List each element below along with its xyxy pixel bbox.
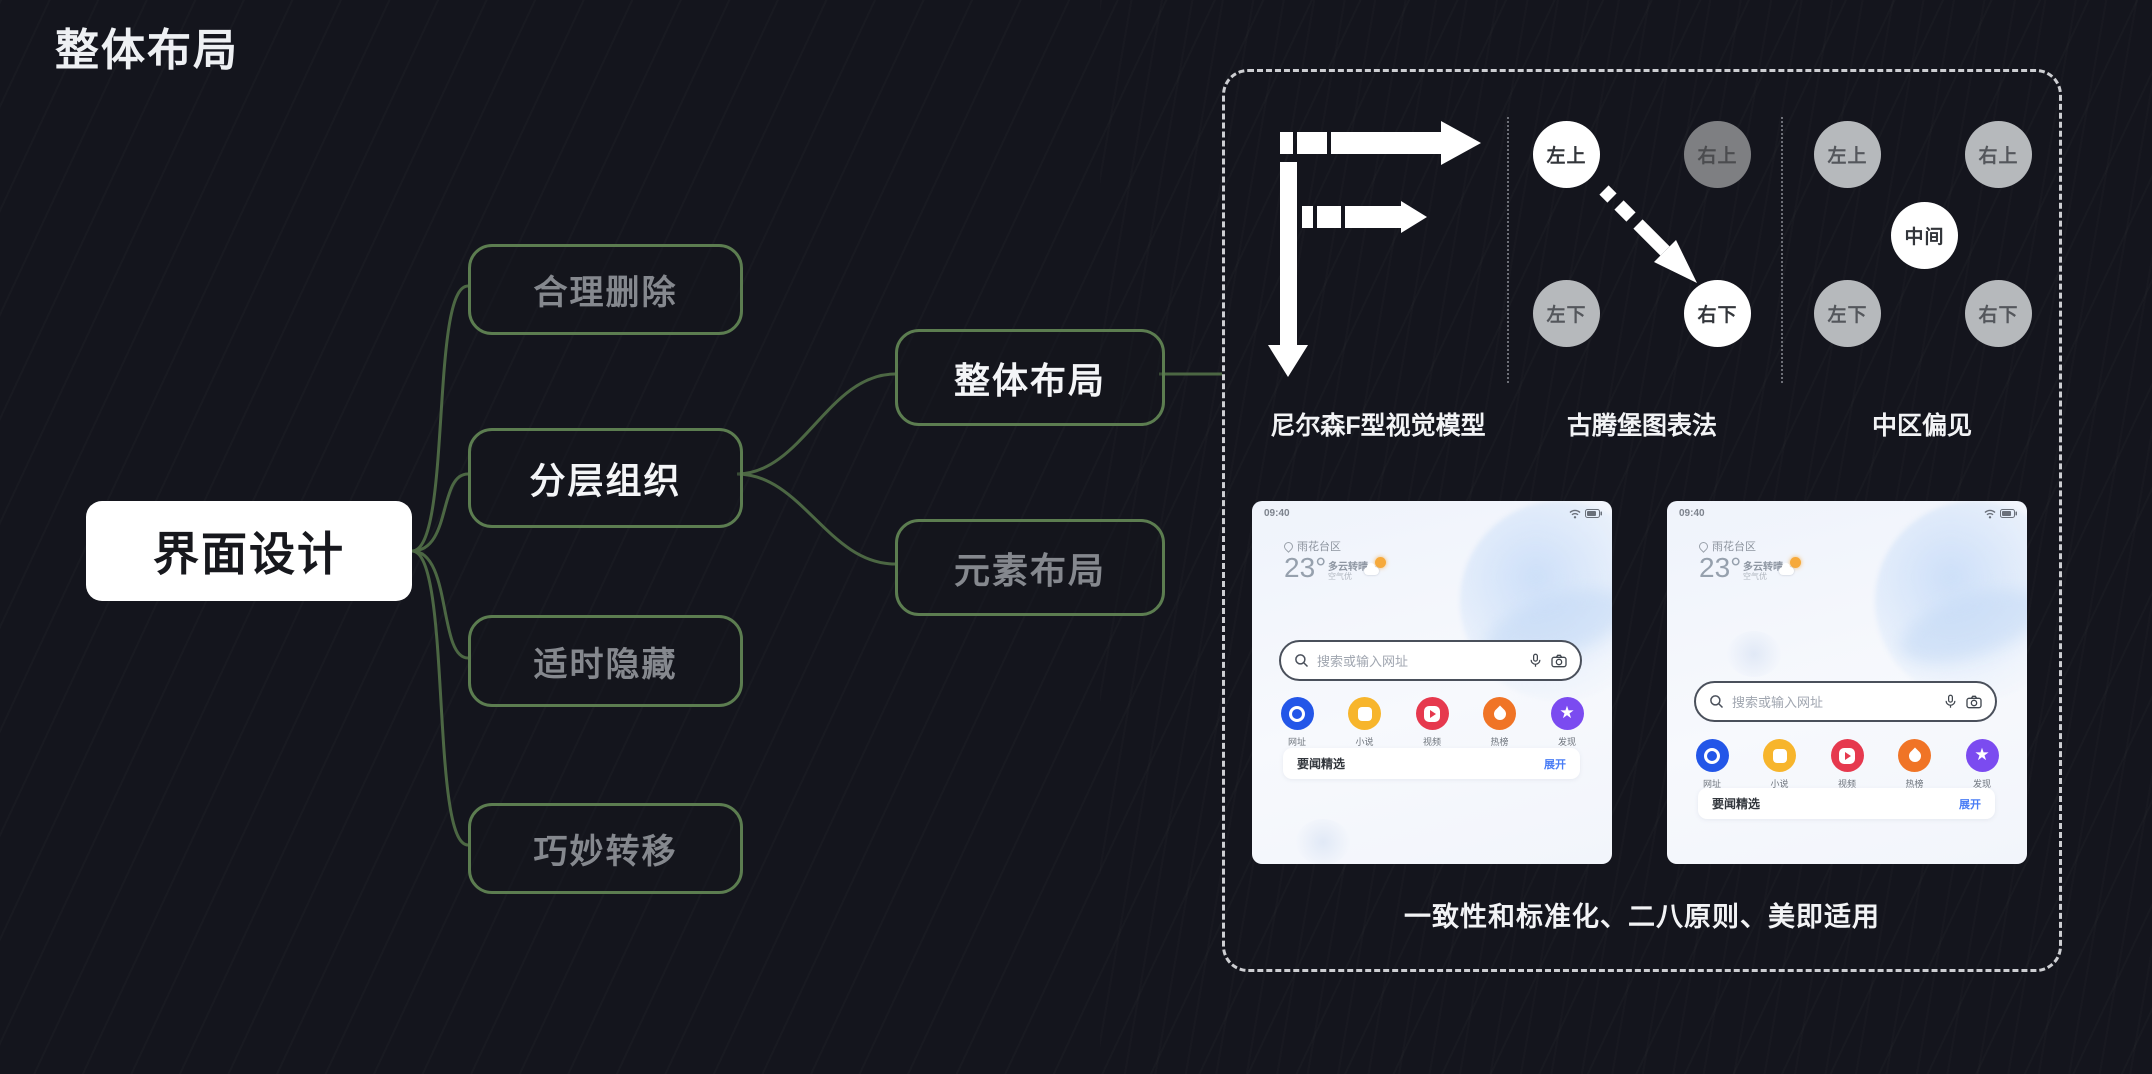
wifi-icon — [1569, 509, 1581, 518]
bias-top-right: 右上 — [1965, 121, 2032, 188]
play-icon — [1415, 697, 1449, 730]
news-expand-link: 展开 — [1544, 758, 1566, 771]
globe-icon — [1695, 739, 1729, 772]
news-card: 要闻精选 展开 — [1283, 748, 1580, 779]
location-pin-icon — [1697, 539, 1710, 553]
weather-label: 多云转晴 — [1743, 562, 1783, 573]
mindmap-root-node[interactable]: 界面设计 — [86, 501, 412, 601]
news-expand-link: 展开 — [1959, 798, 1981, 811]
camera-icon — [1551, 654, 1567, 667]
status-time: 09:40 — [1679, 508, 1705, 519]
weather-icon — [1779, 557, 1803, 575]
temperature: 23° — [1699, 552, 1742, 583]
air-quality-label: 空气优 — [1743, 572, 1767, 581]
search-icon — [1295, 654, 1309, 668]
phone-screenshot-1: 09:40 雨花台区 23° 多云转晴 空气优 搜索或输入网址 — [1252, 501, 1612, 864]
shortcut-label: 热榜 — [1490, 737, 1509, 747]
flame-icon — [1483, 697, 1516, 730]
shortcut-label: 网址 — [1287, 737, 1306, 747]
globe-icon — [1280, 697, 1314, 730]
star-icon: ★ — [1965, 739, 1999, 772]
search-placeholder: 搜索或输入网址 — [1317, 654, 1409, 669]
news-card: 要闻精选 展开 — [1698, 788, 1995, 819]
bubble-decoration — [1875, 501, 2027, 701]
weather-label: 多云转晴 — [1328, 562, 1368, 573]
shortcut-row: 网址 小说 视频 热榜 ★ 发现 — [1277, 697, 1587, 748]
news-title: 要闻精选 — [1297, 757, 1346, 771]
location-pin-icon — [1282, 539, 1295, 553]
air-quality-label: 空气优 — [1328, 572, 1352, 581]
shortcut-label: 发现 — [1557, 737, 1576, 747]
news-title: 要闻精选 — [1712, 797, 1761, 811]
gutenberg-bottom-left: 左下 — [1533, 280, 1600, 347]
bias-center: 中间 — [1891, 202, 1958, 269]
location-label: 雨花台区 — [1712, 541, 1756, 553]
book-icon — [1763, 739, 1796, 772]
caption-gutenberg: 古腾堡图表法 — [1566, 412, 1717, 440]
mindmap-node-clever-transfer[interactable]: 巧妙转移 — [468, 803, 743, 894]
shortcut-label: 网址 — [1702, 779, 1721, 789]
caption-f-pattern: 尼尔森F型视觉模型 — [1270, 412, 1486, 440]
flame-icon — [1898, 739, 1931, 772]
wifi-icon — [1984, 509, 1996, 518]
weather-icon — [1364, 557, 1388, 575]
shortcut-label: 发现 — [1972, 779, 1991, 789]
shortcut-label: 视频 — [1422, 737, 1441, 747]
temperature: 23° — [1284, 552, 1327, 583]
shortcut-label: 视频 — [1837, 779, 1856, 789]
detail-panel — [1222, 69, 2062, 972]
battery-icon — [1585, 509, 1602, 518]
battery-icon — [2000, 509, 2017, 518]
mindmap-node-reasonable-delete[interactable]: 合理删除 — [468, 244, 743, 335]
search-placeholder: 搜索或输入网址 — [1732, 695, 1824, 710]
location-label: 雨花台区 — [1297, 541, 1341, 553]
watermark-doodle — [1296, 819, 1350, 864]
camera-icon — [1966, 695, 1982, 708]
panel-footer-principles: 一致性和标准化、二八原则、美即适用 — [1404, 902, 1880, 932]
bias-top-left: 左上 — [1814, 121, 1881, 188]
mic-icon — [1945, 694, 1956, 708]
shortcut-label: 小说 — [1355, 737, 1374, 747]
mindmap-node-overall-layout[interactable]: 整体布局 — [895, 329, 1165, 426]
shortcut-label: 小说 — [1770, 779, 1789, 789]
book-icon — [1348, 697, 1381, 730]
play-icon — [1830, 739, 1864, 772]
shortcut-row: 网址 小说 视频 热榜 ★ 发现 — [1692, 739, 2002, 790]
diagram-divider — [1781, 117, 1783, 383]
search-icon — [1710, 695, 1724, 709]
status-time: 09:40 — [1264, 508, 1290, 519]
bias-bottom-left: 左下 — [1814, 280, 1881, 347]
search-bar: 搜索或输入网址 — [1694, 681, 1997, 722]
phone-screenshot-2: 09:40 雨花台区 23° 多云转晴 空气优 搜索或输入网址 — [1667, 501, 2027, 864]
shortcut-label: 热榜 — [1905, 779, 1924, 789]
gutenberg-top-right: 右上 — [1684, 121, 1751, 188]
search-bar: 搜索或输入网址 — [1279, 640, 1582, 681]
watermark-doodle — [1727, 631, 1781, 677]
star-icon: ★ — [1550, 697, 1584, 730]
caption-center-bias: 中区偏见 — [1871, 412, 1972, 440]
mic-icon — [1530, 653, 1541, 667]
mindmap-node-timely-hide[interactable]: 适时隐藏 — [468, 615, 743, 707]
page-title: 整体布局 — [55, 26, 239, 75]
bias-bottom-right: 右下 — [1965, 280, 2032, 347]
gutenberg-bottom-right: 右下 — [1684, 280, 1751, 347]
mindmap-node-element-layout[interactable]: 元素布局 — [895, 519, 1165, 616]
mindmap-node-layered-organization[interactable]: 分层组织 — [468, 428, 743, 528]
gutenberg-top-left: 左上 — [1533, 121, 1600, 188]
diagram-divider — [1507, 117, 1509, 383]
